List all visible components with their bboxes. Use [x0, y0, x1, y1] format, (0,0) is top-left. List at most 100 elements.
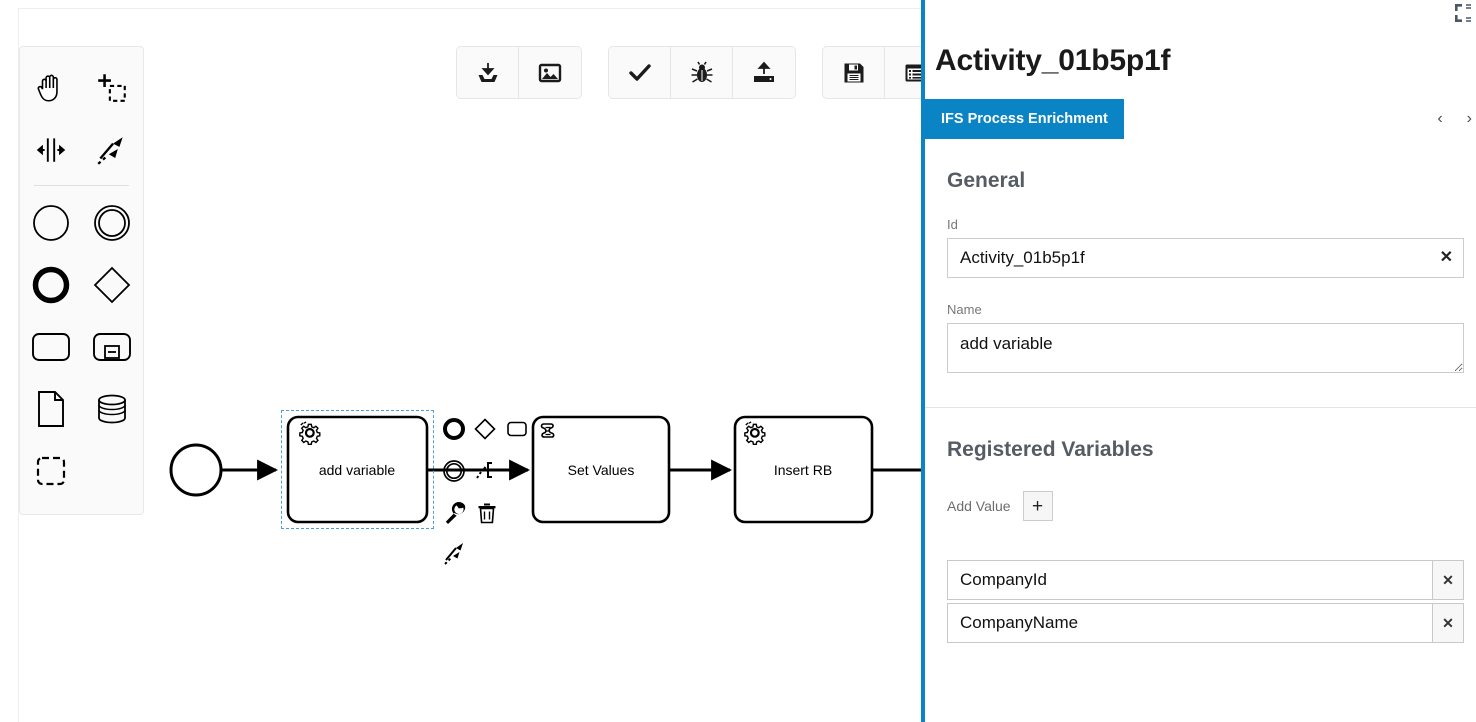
service-task-gear-icon-2 — [744, 421, 766, 446]
start-event-shape[interactable] — [169, 443, 223, 497]
palette-subprocess[interactable] — [82, 316, 144, 378]
list-icon — [905, 64, 921, 81]
bpmn-diagram: add variable Set Values Insert RB — [169, 415, 921, 524]
circle-thick-icon — [443, 418, 465, 440]
rounded-rect-icon — [507, 421, 527, 437]
palette-group[interactable] — [20, 440, 82, 502]
connect-arrow-icon — [97, 137, 123, 165]
palette-divider — [34, 185, 129, 186]
palette-end-event[interactable] — [20, 254, 82, 316]
database-icon — [98, 394, 127, 424]
save-button[interactable] — [823, 47, 885, 98]
connect-arrow-icon — [444, 543, 463, 565]
chevron-left-icon[interactable]: ‹ — [1437, 110, 1443, 127]
task-add-variable[interactable] — [286, 415, 429, 524]
id-input[interactable] — [947, 238, 1464, 278]
image-icon — [538, 63, 562, 82]
download-diagram-button[interactable] — [457, 47, 519, 98]
add-value-row: Add Value + — [947, 491, 1464, 521]
section-divider — [925, 407, 1476, 408]
bpmn-palette — [19, 46, 144, 515]
dashed-square-icon — [36, 456, 65, 486]
context-pad-change-type[interactable] — [441, 498, 471, 528]
task-label-set-values: Set Values — [568, 462, 635, 478]
context-pad-append-gateway[interactable] — [470, 414, 500, 444]
document-icon — [37, 391, 64, 427]
context-pad-append-task[interactable] — [502, 414, 532, 444]
palette-start-event[interactable] — [20, 192, 82, 254]
wrench-icon — [445, 501, 465, 524]
validate-button[interactable] — [609, 47, 671, 98]
rounded-rect-icon — [31, 333, 70, 361]
palette-hand-tool[interactable] — [20, 57, 82, 119]
context-pad-append-end-event[interactable] — [439, 414, 469, 444]
palette-space-tool[interactable] — [20, 119, 82, 181]
bug-icon — [691, 61, 712, 83]
table-row: ✕ — [947, 603, 1464, 643]
toolbar-group-validate — [608, 46, 796, 99]
properties-tabbar: IFS Process Enrichment ‹ › — [925, 99, 1476, 139]
circle-thin-icon — [32, 205, 69, 241]
lasso-icon — [98, 74, 127, 102]
subprocess-icon — [93, 333, 132, 361]
hand-icon — [37, 74, 58, 102]
table-row: ✕ — [947, 560, 1464, 600]
palette-global-connect-tool[interactable] — [82, 119, 144, 181]
registered-variables-section: Registered Variables Add Value + ✕ ✕ — [925, 438, 1476, 643]
context-pad — [439, 408, 535, 568]
diagram-canvas[interactable]: add variable Set Values Insert RB — [0, 0, 921, 722]
service-task-gear-icon — [299, 421, 321, 446]
task-label-add-variable: add variable — [319, 462, 395, 478]
name-textarea[interactable] — [947, 323, 1464, 373]
properties-list-button[interactable] — [885, 47, 921, 98]
palette-intermediate-event[interactable] — [82, 192, 144, 254]
toolbar-group-persist — [822, 46, 921, 99]
text-annotation-icon — [476, 462, 492, 479]
toolbar-group-export — [456, 46, 582, 99]
add-value-label: Add Value — [947, 498, 1011, 514]
context-pad-delete[interactable] — [472, 498, 502, 528]
name-field-label: Name — [947, 302, 982, 317]
context-pad-connect[interactable] — [441, 538, 471, 568]
resize-corner-icon[interactable] — [1450, 2, 1474, 26]
name-field-wrap — [947, 323, 1464, 373]
double-circle-icon — [443, 460, 465, 482]
tab-ifs-process-enrichment[interactable]: IFS Process Enrichment — [925, 99, 1124, 139]
context-pad-append-intermediate-event[interactable] — [439, 456, 469, 486]
palette-data-store[interactable] — [82, 378, 144, 440]
tab-nav: ‹ › — [1437, 99, 1472, 139]
context-pad-append-text-annotation[interactable] — [472, 456, 502, 486]
canvas-frame — [18, 8, 921, 722]
debug-button[interactable] — [671, 47, 733, 98]
registered-variables-heading: Registered Variables — [947, 438, 1154, 461]
upload-icon — [754, 61, 774, 82]
download-icon — [478, 62, 497, 82]
variable-delete-icon-1[interactable]: ✕ — [1432, 603, 1464, 643]
export-image-button[interactable] — [519, 47, 581, 98]
trash-icon — [478, 503, 496, 524]
id-clear-icon[interactable]: ✕ — [1439, 249, 1453, 266]
general-section: General Id ✕ Name — [925, 169, 1476, 373]
variable-input-1[interactable] — [947, 603, 1432, 643]
general-heading: General — [947, 169, 1026, 192]
deploy-button[interactable] — [733, 47, 795, 98]
page-title: Activity_01b5p1f — [935, 44, 1171, 77]
palette-empty-slot — [82, 440, 144, 502]
palette-lasso-tool[interactable] — [82, 57, 144, 119]
add-value-button[interactable]: + — [1022, 491, 1053, 521]
script-task-icon — [540, 423, 555, 438]
floppy-disk-icon — [844, 63, 863, 82]
variable-input-0[interactable] — [947, 560, 1432, 600]
properties-panel: Activity_01b5p1f IFS Process Enrichment … — [921, 0, 1476, 722]
palette-gateway[interactable] — [82, 254, 144, 316]
palette-task[interactable] — [20, 316, 82, 378]
variable-delete-icon-0[interactable]: ✕ — [1432, 560, 1464, 600]
id-field-wrap: ✕ — [947, 238, 1464, 278]
chevron-right-icon[interactable]: › — [1466, 110, 1472, 127]
checkmark-icon — [628, 63, 651, 81]
double-circle-icon — [94, 205, 131, 241]
circle-thick-icon — [32, 266, 69, 304]
palette-data-object[interactable] — [20, 378, 82, 440]
task-set-values[interactable] — [531, 415, 671, 524]
